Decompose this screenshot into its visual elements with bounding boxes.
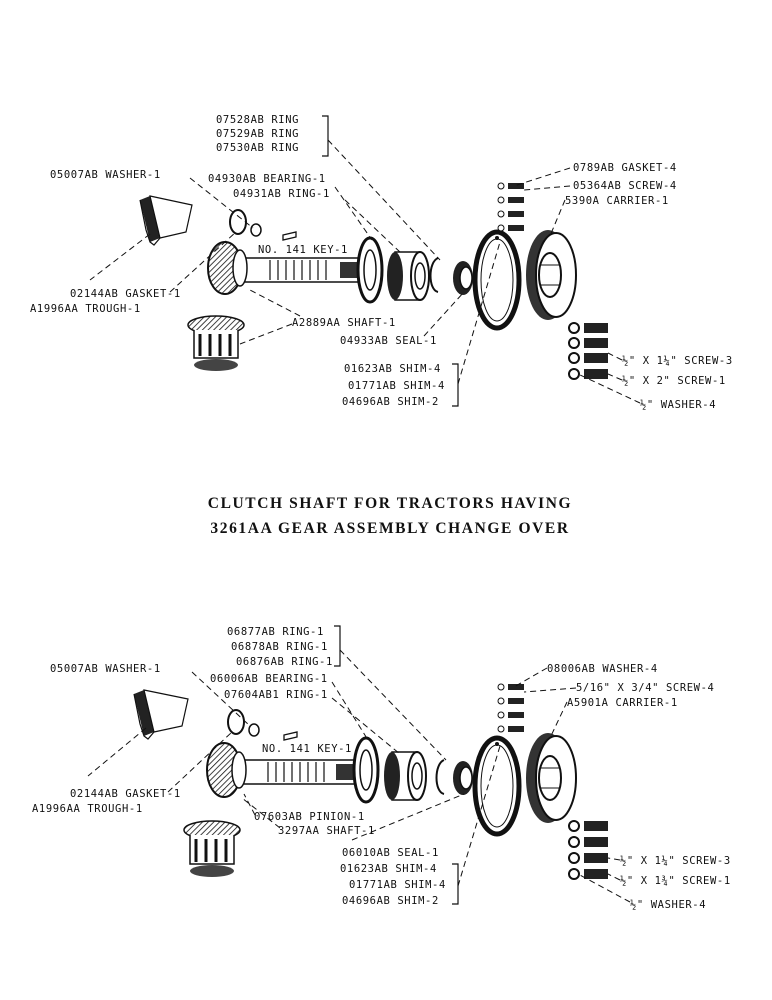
bottom-bearing — [384, 751, 427, 801]
label-gasket-02144-b: 02144AB GASKET-1 — [70, 788, 181, 800]
top-washer — [250, 223, 262, 237]
label-shaft-a2889: A2889AA SHAFT-1 — [292, 317, 396, 329]
label-ring-07530: 07530AB RING — [216, 142, 299, 154]
top-gasket — [229, 209, 247, 235]
label-carrier-a5901: A5901A CARRIER-1 — [567, 697, 678, 709]
bottom-half-inch-screws — [568, 820, 608, 880]
bottom-key — [283, 731, 298, 741]
label-shim-01623-b: 01623AB SHIM-4 — [340, 863, 437, 875]
label-bearing-06006: 06006AB BEARING-1 — [210, 673, 328, 685]
top-key — [282, 231, 297, 241]
bottom-washer — [248, 723, 260, 737]
bottom-carrier — [526, 733, 577, 823]
label-screw-half-114: ½" X 1¼" SCREW-3 — [622, 355, 733, 367]
top-leader-lines — [89, 139, 641, 404]
label-ring-07604: 07604AB1 RING-1 — [224, 689, 328, 701]
top-half-inch-screws — [568, 322, 608, 380]
label-shim-04696: 04696AB SHIM-2 — [342, 396, 439, 408]
bottom-gasket — [227, 709, 245, 735]
label-shim-04696-b: 04696AB SHIM-2 — [342, 895, 439, 907]
label-screw-half-114-b: ½" X 1¼" SCREW-3 — [620, 855, 731, 867]
top-shaft — [207, 241, 361, 295]
top-carrier — [526, 230, 577, 320]
bottom-seal — [453, 761, 473, 795]
label-ring-04931: 04931AB RING-1 — [233, 188, 330, 200]
label-ring-06878: 06878AB RING-1 — [231, 641, 328, 653]
bottom-bearing-ring — [352, 736, 380, 804]
label-key-141-b: NO. 141 KEY-1 — [262, 743, 352, 755]
label-gasket-02144: 02144AB GASKET-1 — [70, 288, 181, 300]
label-washer-half-b: ½" WASHER-4 — [630, 899, 706, 911]
label-shaft-3297: 3297AA SHAFT-1 — [278, 825, 375, 837]
top-carrier-screws — [497, 182, 524, 232]
top-bearing — [387, 251, 430, 301]
label-pinion-07603: 07603AB PINION-1 — [254, 811, 365, 823]
label-gasket-0789: 0789AB GASKET-4 — [573, 162, 677, 174]
top-assembly: 07528AB RING 07529AB RING 07530AB RING 0… — [30, 114, 733, 411]
label-trough-a1996: A1996AA TROUGH-1 — [30, 303, 141, 315]
label-screw-516-34: 5/16" X 3/4" SCREW-4 — [576, 682, 714, 694]
title-line-1: CLUTCH SHAFT FOR TRACTORS HAVING — [208, 495, 572, 512]
top-snap-ring — [429, 257, 439, 293]
bottom-snap-ring — [435, 759, 445, 795]
bottom-trough — [133, 689, 189, 740]
label-trough-a1996-b: A1996AA TROUGH-1 — [32, 803, 143, 815]
label-screw-half-2: ½" X 2" SCREW-1 — [622, 375, 726, 387]
label-ring-06876: 06876AB RING-1 — [236, 656, 333, 668]
title-line-2: 3261AA GEAR ASSEMBLY CHANGE OVER — [210, 520, 569, 537]
label-washer-08006: 08006AB WASHER-4 — [547, 663, 658, 675]
bottom-ring-gear — [183, 820, 241, 877]
label-screw-half-134: ½" X 1¾" SCREW-1 — [620, 875, 731, 887]
label-seal-04933: 04933AB SEAL-1 — [340, 335, 437, 347]
label-shim-01771-b: 01771AB SHIM-4 — [349, 879, 446, 891]
top-ring-gear — [187, 315, 245, 371]
label-shim-01771: 01771AB SHIM-4 — [348, 380, 445, 392]
label-seal-06010: 06010AB SEAL-1 — [342, 847, 439, 859]
label-screw-05364: 05364AB SCREW-4 — [573, 180, 677, 192]
label-ring-07528: 07528AB RING — [216, 114, 299, 126]
label-ring-06877: 06877AB RING-1 — [227, 626, 324, 638]
label-washer-05007-b: 05007AB WASHER-1 — [50, 663, 161, 675]
top-seal — [453, 261, 473, 295]
label-washer-half: ½" WASHER-4 — [640, 399, 716, 411]
label-shim-01623: 01623AB SHIM-4 — [344, 363, 441, 375]
label-ring-07529: 07529AB RING — [216, 128, 299, 140]
bottom-carrier-screws — [497, 683, 524, 733]
bottom-assembly: 06877AB RING-1 06878AB RING-1 06876AB RI… — [32, 625, 731, 911]
top-shim — [472, 229, 522, 331]
label-washer-05007: 05007AB WASHER-1 — [50, 169, 161, 181]
top-trough — [139, 195, 193, 246]
label-key-141: NO. 141 KEY-1 — [258, 244, 348, 256]
label-bearing-04930: 04930AB BEARING-1 — [208, 173, 326, 185]
label-carrier-5390: 5390A CARRIER-1 — [565, 195, 669, 207]
bottom-leader-lines — [87, 649, 631, 903]
bottom-shim — [472, 735, 522, 837]
top-bearing-ring — [356, 236, 384, 304]
